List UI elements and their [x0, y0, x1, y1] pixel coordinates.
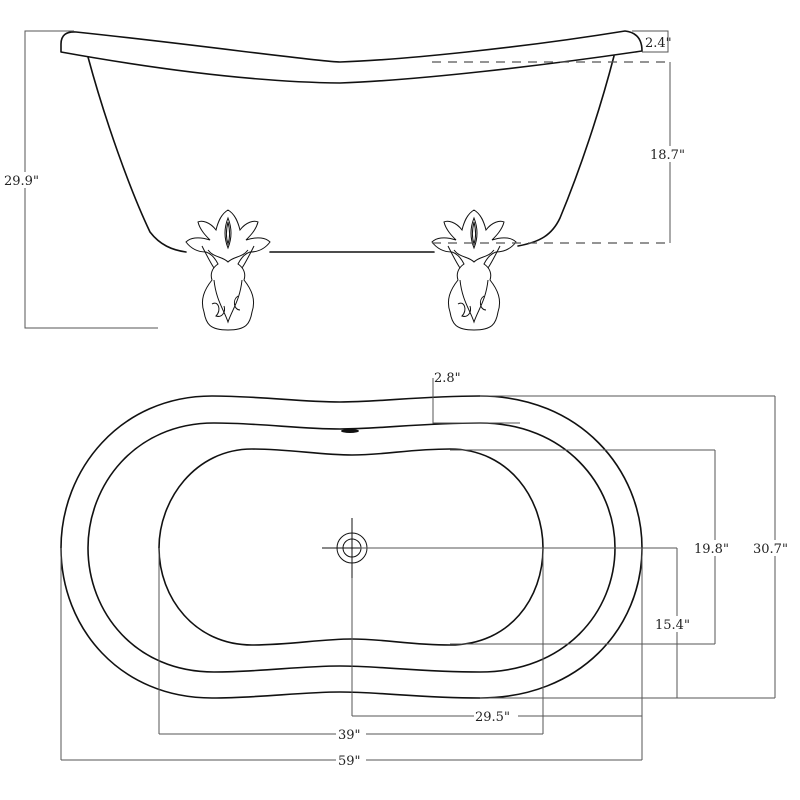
svg-text:18.7": 18.7" — [650, 148, 685, 163]
dimension-overall-width: 30.7" — [480, 395, 797, 699]
clawfoot-right-icon — [431, 209, 517, 331]
dimension-overall-height: 29.9" — [3, 30, 158, 329]
top-view: 2.8" 30.7" 19.8" 15.4" — [60, 371, 797, 769]
svg-text:19.8": 19.8" — [694, 542, 729, 557]
dimension-overall-length: 59" — [60, 548, 642, 769]
svg-text:39": 39" — [338, 728, 361, 743]
inner-rim — [87, 422, 616, 673]
svg-text:29.5": 29.5" — [475, 710, 510, 725]
dimension-interior-length: 39" — [158, 548, 544, 743]
svg-text:2.8": 2.8" — [434, 371, 461, 386]
basin — [158, 448, 544, 646]
svg-text:29.9": 29.9" — [4, 174, 39, 189]
clawfoot-left-icon — [185, 209, 271, 331]
side-body-right — [517, 55, 615, 247]
dimension-drain-from-end: 29.5" — [351, 548, 643, 760]
side-rim — [60, 30, 643, 84]
svg-text:59": 59" — [338, 754, 361, 769]
dimension-interior-depth: 18.7" — [432, 61, 692, 244]
side-body-left — [87, 56, 187, 253]
overflow-icon — [341, 429, 359, 433]
dimension-interior-width: 19.8" — [450, 449, 738, 645]
svg-text:30.7": 30.7" — [753, 542, 788, 557]
svg-text:2.4": 2.4" — [645, 36, 672, 51]
side-view: 29.9" 2.4" 18.7" — [3, 30, 692, 331]
svg-text:15.4": 15.4" — [655, 618, 690, 633]
dimension-rim-thickness: 2.4" — [632, 30, 672, 53]
dimension-drain-to-edge: 15.4" — [360, 547, 700, 698]
dimension-rim-width: 2.8" — [432, 371, 520, 424]
